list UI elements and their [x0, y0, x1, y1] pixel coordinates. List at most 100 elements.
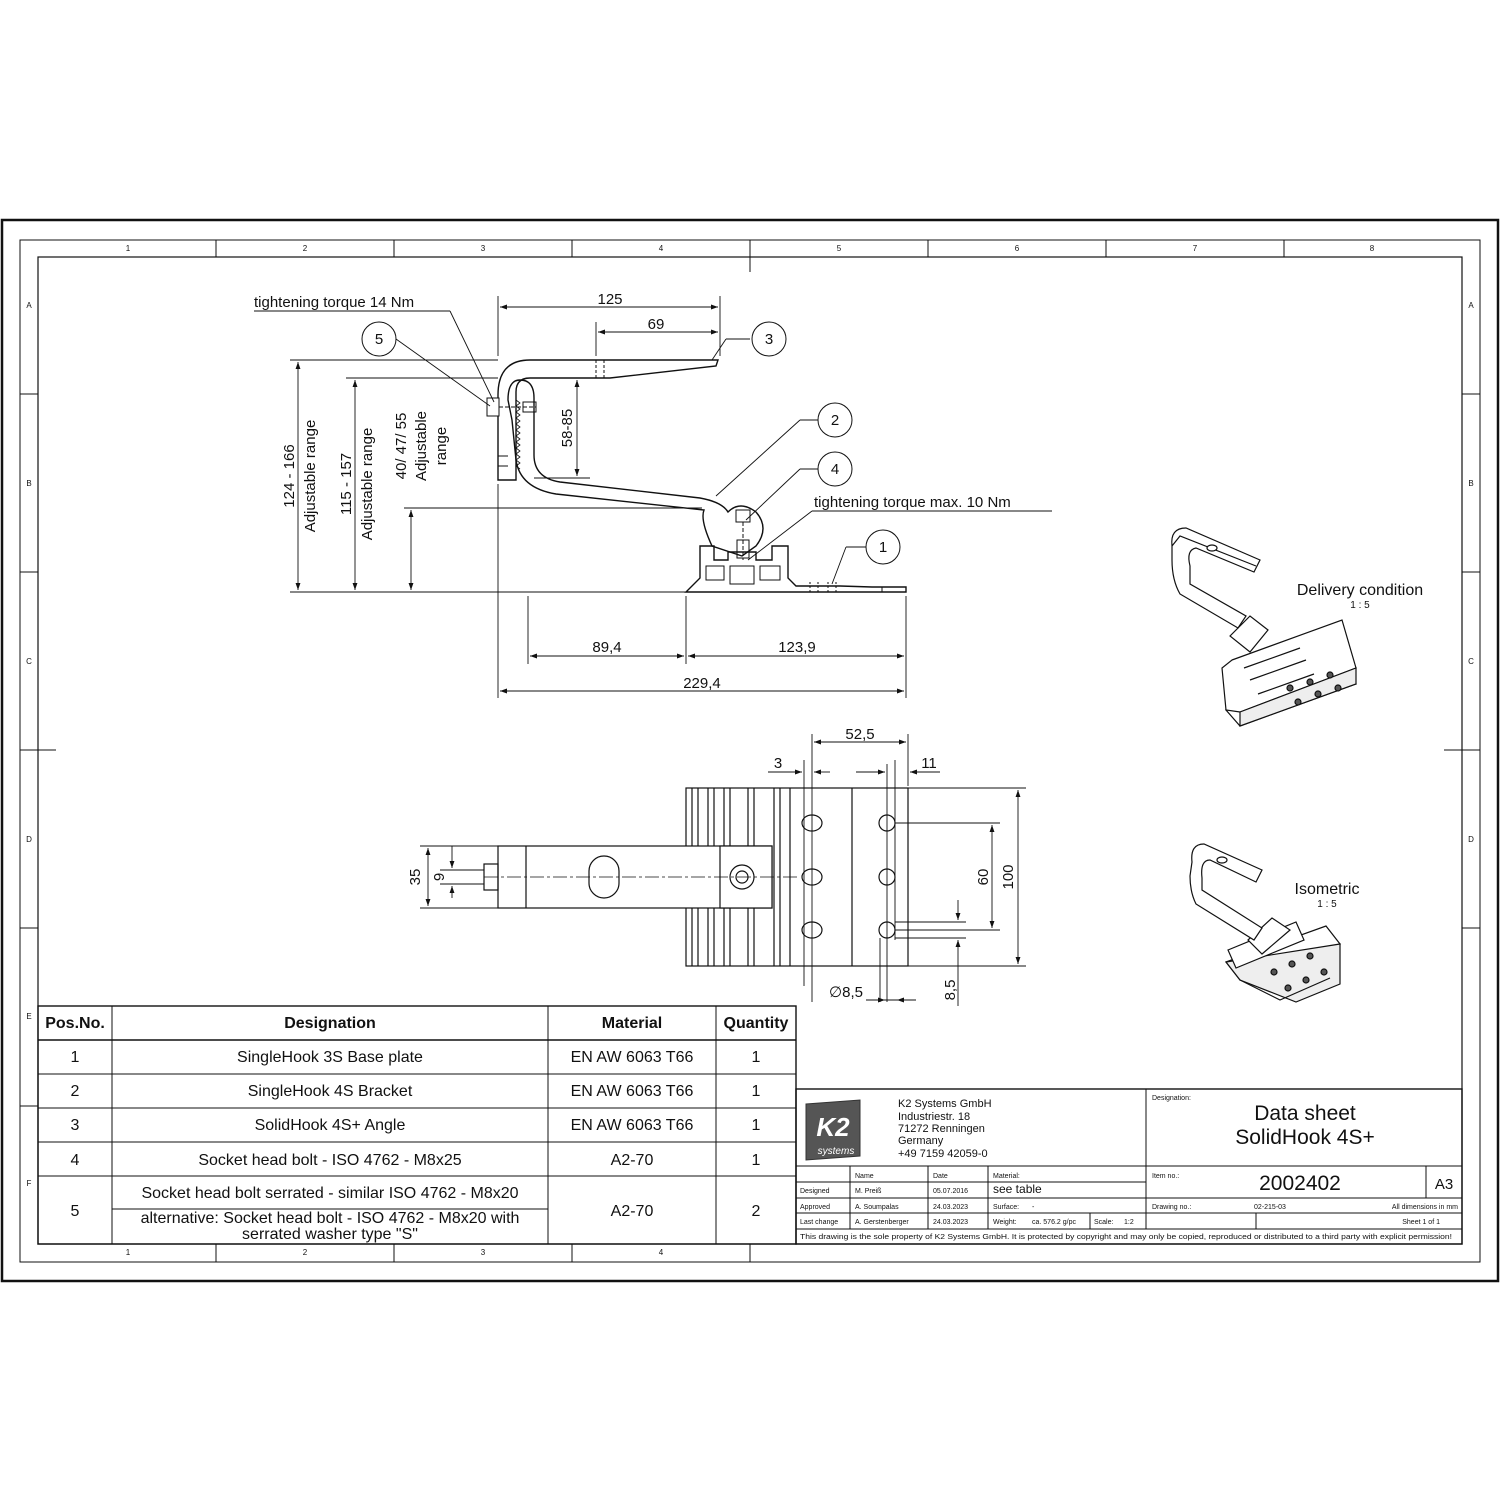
base-plate-part-1	[684, 545, 907, 593]
dim-9: 9	[431, 873, 448, 881]
drawing-label: Drawing no.:	[1152, 1204, 1191, 1211]
col-label: 2	[303, 1248, 308, 1257]
adjust-range-value: 40/ 47/ 55	[393, 413, 410, 480]
dim-60: 60	[975, 869, 992, 886]
table-cell: 1	[752, 1083, 761, 1100]
approved-label: Approved	[800, 1204, 830, 1211]
col-label: 3	[481, 244, 486, 253]
table-cell: A2-70	[611, 1203, 654, 1220]
frame-column-labels: 1 2 3 4 5 6 7 8 1 2 3 4	[126, 244, 1375, 1257]
surface-label: Surface:	[993, 1204, 1019, 1211]
adjust-range-value: 115 - 157	[338, 453, 355, 515]
table-cell: alternative: Socket head bolt - ISO 4762…	[141, 1210, 520, 1227]
title-line-1: Data sheet	[1254, 1102, 1356, 1125]
lastchange-label: Last change	[800, 1219, 838, 1226]
sheet-number: Sheet 1 of 1	[1402, 1219, 1440, 1226]
adjust-range-value: 124 - 166	[281, 444, 298, 507]
drawing-number: 02-215-03	[1254, 1204, 1286, 1211]
lastchange-date: 24.03.2023	[933, 1219, 968, 1226]
table-cell: 2	[71, 1083, 80, 1100]
side-view-dimensions	[254, 296, 1052, 698]
row-label: D	[1468, 835, 1474, 844]
table-cell: A2-70	[611, 1152, 654, 1169]
dim-52-5: 52,5	[845, 726, 874, 743]
dim-89-4: 89,4	[592, 639, 621, 656]
dim-hole-dia: ∅8,5	[829, 984, 863, 1001]
torque-label-14nm: tightening torque 14 Nm	[254, 294, 414, 311]
table-cell: EN AW 6063 T66	[571, 1049, 694, 1066]
approved-name: A. Soumpalas	[855, 1204, 899, 1211]
top-view-dimensions	[420, 734, 1026, 1006]
row-label: C	[1468, 657, 1474, 666]
col-label: 5	[837, 244, 842, 253]
side-view-labels: tightening torque 14 Nm tightening torqu…	[254, 291, 1011, 692]
row-label: D	[26, 835, 32, 844]
dim-8-5: 8,5	[942, 980, 959, 1001]
table-cell: SingleHook 4S Bracket	[248, 1083, 413, 1100]
dim-11: 11	[921, 755, 937, 772]
row-label: B	[26, 479, 31, 488]
table-cell: EN AW 6063 T66	[571, 1083, 694, 1100]
hdr-date: Date	[933, 1173, 948, 1180]
adjust-range-label: range	[433, 427, 450, 465]
weight-label: Weight:	[993, 1219, 1017, 1226]
dim-69: 69	[648, 316, 665, 333]
isometric-view	[1189, 843, 1341, 1003]
col-header-pos: Pos.No.	[45, 1015, 105, 1032]
logo-text: K2	[816, 1112, 850, 1142]
item-label: Item no.:	[1152, 1173, 1179, 1180]
table-cell: 1	[752, 1152, 761, 1169]
col-label: 4	[659, 1248, 664, 1257]
table-cell: 1	[71, 1049, 80, 1066]
callout-3: 3	[765, 331, 773, 348]
table-cell: Socket head bolt serrated - similar ISO …	[141, 1185, 518, 1202]
row-label: C	[26, 657, 32, 666]
material-label: Material:	[993, 1173, 1020, 1180]
row-label: F	[27, 1179, 32, 1188]
table-cell: SingleHook 3S Base plate	[237, 1049, 423, 1066]
bracket-part-2	[507, 379, 764, 557]
sheet-size: A3	[1435, 1176, 1453, 1193]
table-cell: EN AW 6063 T66	[571, 1117, 694, 1134]
surface-value: -	[1032, 1204, 1035, 1211]
torque-label-10nm: tightening torque max. 10 Nm	[814, 494, 1011, 511]
table-cell: 2	[752, 1203, 761, 1220]
col-label: 1	[126, 1248, 131, 1257]
dim-3: 3	[774, 755, 782, 772]
adjust-range-label: Adjustable range	[359, 428, 376, 541]
dim-100: 100	[1000, 864, 1017, 889]
company-line: +49 7159 42059-0	[898, 1148, 988, 1160]
table-cell: 5	[71, 1203, 80, 1220]
col-label: 7	[1193, 244, 1198, 253]
callouts: 5 3 2 4 1	[361, 321, 901, 565]
parts-table-content: Pos.No. Designation Material Quantity 1 …	[45, 1015, 788, 1243]
isometric-label: Isometric	[1295, 881, 1360, 898]
designed-date: 05.07.2016	[933, 1188, 968, 1195]
row-label: E	[26, 1012, 31, 1021]
row-label: B	[1468, 479, 1473, 488]
material-value: see table	[993, 1182, 1042, 1196]
table-cell: SolidHook 4S+ Angle	[255, 1117, 406, 1134]
table-cell: 1	[752, 1049, 761, 1066]
bolt-part-4	[735, 509, 751, 523]
logo-subtext: systems	[818, 1146, 855, 1157]
table-cell: Socket head bolt - ISO 4762 - M8x25	[198, 1152, 461, 1169]
table-cell: 3	[71, 1117, 80, 1134]
col-label: 4	[659, 244, 664, 253]
adjust-range-label: Adjustable	[413, 411, 430, 481]
dim-123-9: 123,9	[778, 639, 816, 656]
callout-2: 2	[831, 412, 839, 429]
hdr-name: Name	[855, 1173, 874, 1180]
title-block-content: K2 Systems GmbH Industriestr. 18 71272 R…	[800, 1095, 1458, 1241]
row-label: A	[26, 301, 32, 310]
designation-label: Designation:	[1152, 1095, 1191, 1102]
view-labels: Delivery condition 1 : 5 Isometric 1 : 5	[1295, 582, 1424, 910]
angle-part-3	[497, 359, 719, 481]
col-label: 8	[1370, 244, 1375, 253]
delivery-condition-view	[1171, 527, 1358, 727]
lastchange-name: A. Gerstenberger	[855, 1219, 909, 1226]
callout-5: 5	[375, 331, 383, 348]
top-view	[483, 787, 909, 967]
company-line: Germany	[898, 1135, 944, 1147]
